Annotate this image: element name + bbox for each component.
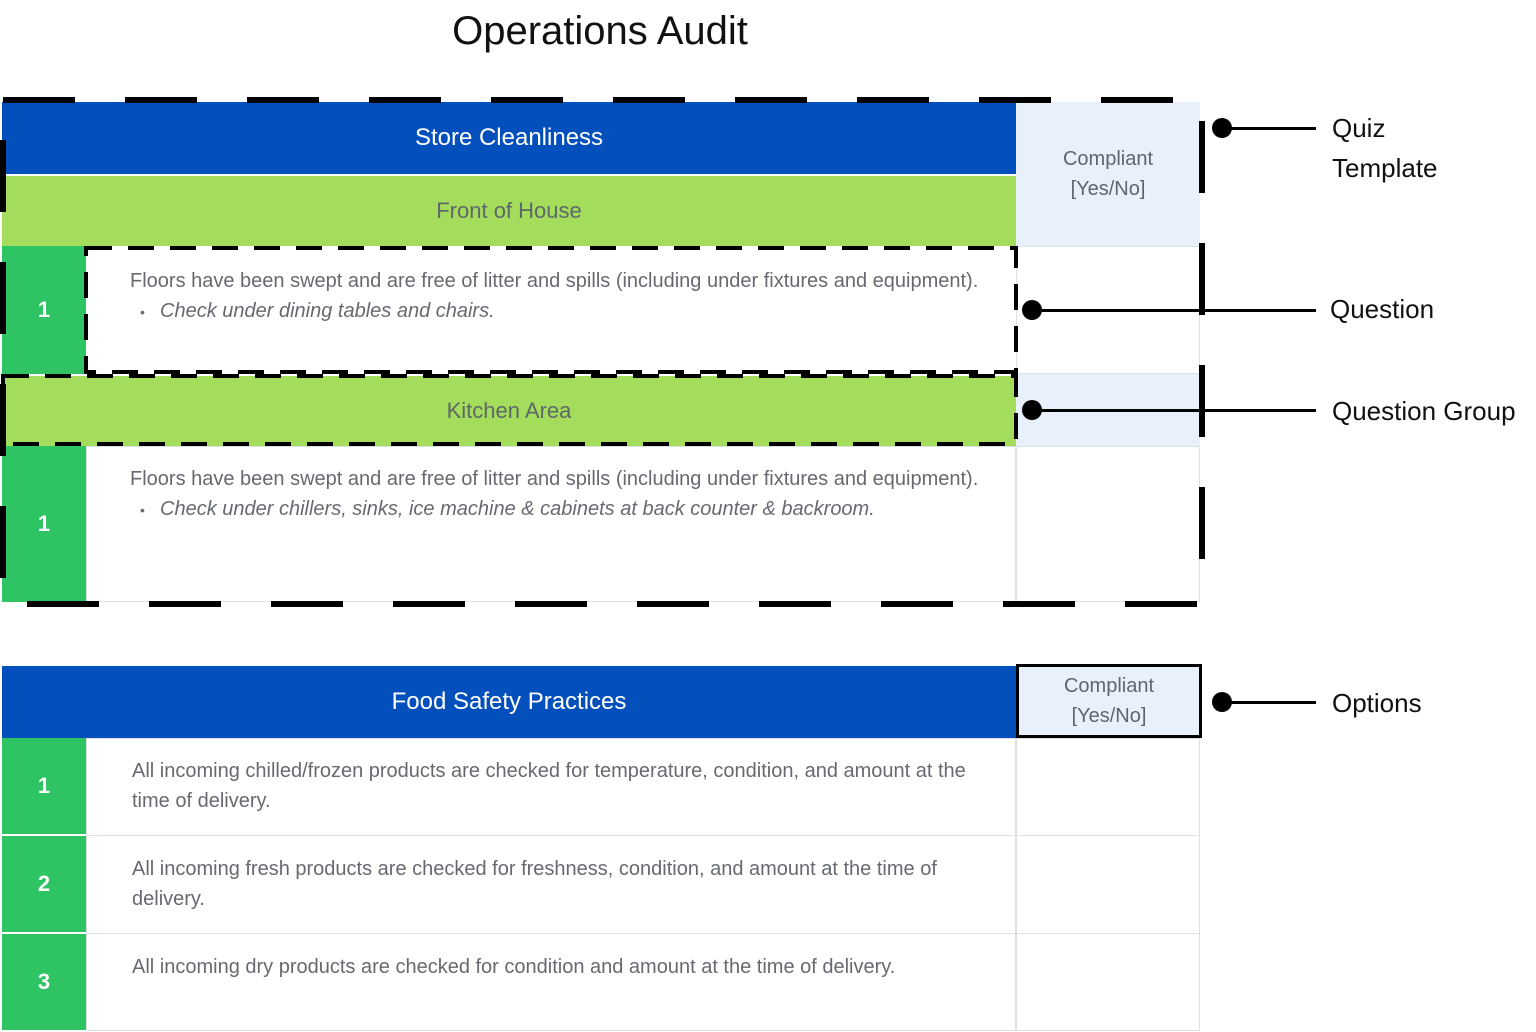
compliant-options-label: [Yes/No] bbox=[1071, 705, 1147, 727]
question-number: 1 bbox=[2, 446, 86, 602]
question-note: Check under dining tables and chairs. bbox=[130, 296, 990, 327]
question-text: Floors have been swept and are free of l… bbox=[130, 270, 979, 292]
question-text-block: Floors have been swept and are free of l… bbox=[130, 464, 990, 525]
answer-cell[interactable] bbox=[1016, 933, 1200, 1031]
question-note: Check under chillers, sinks, ice machine… bbox=[130, 494, 990, 525]
section-header-label: Store Cleanliness bbox=[414, 124, 604, 151]
question-text: All incoming dry products are checked fo… bbox=[132, 956, 896, 978]
question-text: Floors have been swept and are free of l… bbox=[130, 468, 979, 490]
question-text: All incoming fresh products are checked … bbox=[132, 858, 937, 910]
callout-label-quiz-template: Quiz Template bbox=[1332, 108, 1438, 188]
question-number: 1 bbox=[2, 738, 86, 834]
question-text: All incoming chilled/frozen products are… bbox=[132, 760, 966, 812]
callout-label-line: Template bbox=[1332, 153, 1438, 183]
question-group-front-of-house: Front of House bbox=[2, 176, 1016, 246]
callout-label-line: Quiz bbox=[1332, 113, 1386, 143]
question-group-label: Front of House bbox=[436, 198, 582, 223]
page-title: Operations Audit bbox=[452, 9, 748, 53]
options-box[interactable]: Compliant [Yes/No] bbox=[1016, 664, 1202, 738]
question-cell bbox=[86, 835, 1016, 934]
callout-line bbox=[1222, 127, 1316, 130]
question-group-label: Kitchen Area bbox=[446, 398, 572, 423]
callout-label-question-group: Question Group bbox=[1332, 396, 1516, 426]
callout-line bbox=[1222, 701, 1316, 704]
question-cell bbox=[86, 738, 1016, 836]
question-group-kitchen-area: Kitchen Area bbox=[2, 376, 1016, 446]
answer-cell[interactable] bbox=[1016, 446, 1200, 602]
callout-line bbox=[1032, 309, 1316, 312]
question-text-block: Floors have been swept and are free of l… bbox=[130, 266, 990, 327]
callout-label-question: Question bbox=[1330, 294, 1435, 324]
question-group-outline bbox=[1, 374, 1018, 446]
quiz-template-outline bbox=[0, 97, 1205, 607]
question-cell bbox=[86, 933, 1016, 1031]
question-number: 1 bbox=[2, 246, 86, 374]
section-header-store-cleanliness: Store Cleanliness bbox=[2, 102, 1016, 174]
section-header-label: Food Safety Practices bbox=[391, 688, 627, 715]
answer-cell[interactable] bbox=[1016, 738, 1200, 836]
callout-label-options: Options bbox=[1332, 688, 1422, 718]
compliant-label: Compliant bbox=[1062, 148, 1154, 170]
question-outline bbox=[84, 246, 1018, 374]
compliant-column-header: Compliant [Yes/No] bbox=[1016, 102, 1200, 246]
section-header-food-safety: Food Safety Practices bbox=[2, 666, 1016, 738]
question-number: 3 bbox=[2, 934, 86, 1030]
compliant-options-label: [Yes/No] bbox=[1070, 178, 1146, 200]
question-number: 2 bbox=[2, 836, 86, 932]
compliant-label: Compliant bbox=[1063, 675, 1155, 697]
callout-line bbox=[1032, 409, 1316, 412]
